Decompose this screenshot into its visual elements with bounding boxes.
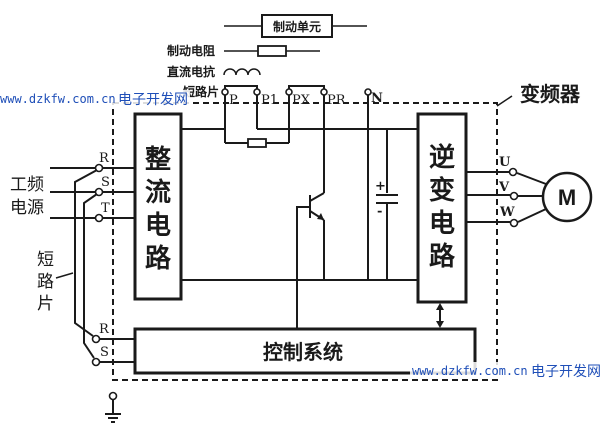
transistor-gate-wire [296,206,310,330]
brake-transistor-icon [296,192,325,330]
output-terminal-w-label: W [499,205,515,220]
motor-icon [541,171,593,223]
brake-resistor-symbol [257,45,287,57]
capacitor-plus: + [375,179,386,194]
terminal-p[interactable] [221,88,229,96]
input-terminal-r-label: R [99,151,110,166]
ground-terminal[interactable] [108,391,118,401]
shorting-bar-left-label-3: 片 [37,294,54,314]
control-terminal-r-label: R [99,322,110,337]
shorting-jumper-s [83,193,98,359]
watermark-bottom-site: 电子开发网 [531,364,601,380]
input-terminal-s-label: S [101,175,110,190]
watermark-bottom-bg [410,362,614,378]
shorting-bar-top-label: 短路片 [183,84,219,99]
terminal-px-label: PX [292,93,311,108]
watermark-bottom-url: www.dzkfw.com.cn [412,364,528,378]
control-terminal-s-label: S [100,345,109,360]
dc-reactor-label: 直流电抗 [167,64,215,79]
control-terminal-s[interactable] [91,357,101,367]
dc-reactor-symbol [223,68,261,76]
output-terminal-w[interactable] [509,218,519,228]
terminal-n-label: N [371,91,383,106]
shorting-bar-p-p1 [224,85,258,89]
inverter-title: 变频器 [520,82,581,106]
brake-unit-label: 制动单元 [273,19,321,34]
shorting-bar-left-label-2: 路 [37,272,54,292]
watermark-top-url: www.dzkfw.com.cn [0,92,116,106]
capacitor-minus: - [377,204,382,219]
bidir-arrow-up [436,303,444,310]
bidir-arrow-down [436,321,444,328]
rectifier-label-4: 路 [145,243,172,274]
shorting-bar-px-pr [288,85,325,89]
output-terminal-v-label: V [498,180,510,195]
watermark-top-site: 电子开发网 [118,92,188,108]
dc-bus: + - [181,95,420,281]
power-source-label-1: 工频 [10,175,44,195]
output-terminal-v[interactable] [509,191,519,201]
brake-unit-legend: 制动单元 制动电阻 直流电抗 短路片 [167,14,367,99]
control-terminal-r[interactable] [91,334,101,344]
transistor-collector [309,192,325,202]
dc-terminals: P P1 PX PR N [221,85,383,108]
inverter-label-3: 电 [429,209,455,239]
shorting-bar-left-label-1: 短 [37,250,54,270]
bidirectional-arrow-icon [436,303,444,328]
watermark-top-bg [0,90,190,106]
inverter-label-1: 逆 [429,142,455,173]
output-terminal-u[interactable] [508,167,518,177]
output-terminal-u-label: U [499,155,511,170]
input-terminal-s[interactable] [94,187,104,197]
inverter-title-leader [496,95,513,107]
transistor-emitter-arrow [317,213,324,220]
output-wiring: U V W M [466,155,593,228]
brake-resistor-label: 制动电阻 [167,43,215,58]
input-terminal-t[interactable] [94,213,104,223]
terminal-p1-label: P1 [261,93,278,108]
control-system-block [133,327,477,375]
terminal-p1[interactable] [253,88,261,96]
rectifier-block [133,112,183,301]
inverter-label-2: 变 [429,175,455,206]
inverter-block [416,112,468,304]
rectifier-label-3: 电 [145,211,171,241]
input-terminal-t-label: T [101,201,110,216]
power-source-label-2: 电源 [10,198,44,218]
inverter-label-4: 路 [429,241,456,272]
input-terminal-r[interactable] [94,163,104,173]
charge-resistor [247,138,267,148]
rectifier-label-1: 整 [145,144,171,175]
control-system-label: 控制系统 [263,340,343,364]
motor-w-wire [517,208,547,223]
shorting-bar-left-leader [55,272,74,279]
rectifier-label-2: 流 [145,178,171,208]
terminal-pr-label: PR [327,93,347,108]
ground-icon [105,391,121,423]
shorting-jumper-r [74,169,98,337]
input-wiring: 工频 电源 R S T 短 路 片 R S [10,151,135,367]
motor-u-wire [516,172,547,185]
motor-label: M [558,185,576,210]
terminal-p-label: P [229,93,238,108]
